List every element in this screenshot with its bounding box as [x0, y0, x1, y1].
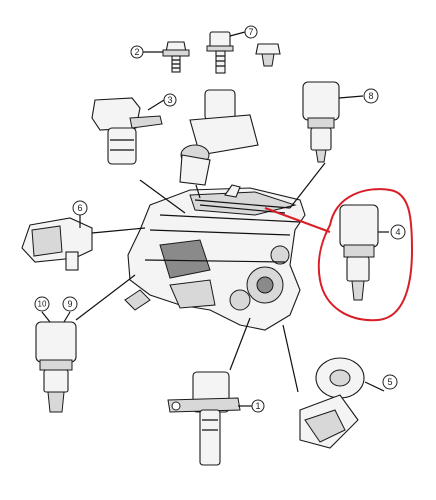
- svg-text:2: 2: [134, 47, 139, 57]
- svg-text:8: 8: [368, 91, 373, 101]
- highlight-callout-4: [264, 188, 414, 322]
- engine-assembly: [124, 184, 306, 331]
- svg-text:5: 5: [387, 377, 392, 387]
- callout-5: 5: [382, 374, 398, 390]
- callout-4: 4: [390, 224, 406, 240]
- svg-text:3: 3: [167, 95, 172, 105]
- svg-text:1: 1: [255, 401, 260, 411]
- callout-8: 8: [363, 88, 379, 104]
- bolt-part-7: [206, 31, 234, 74]
- callout-10: 10: [34, 296, 50, 312]
- sensor-part-4: [339, 204, 379, 301]
- callout-6: 6: [72, 200, 88, 216]
- callout-1: 1: [251, 399, 265, 413]
- callout-2: 2: [130, 45, 144, 59]
- temp-sensor-part-8: [302, 81, 340, 163]
- sensor-part-9-10: [35, 321, 77, 413]
- svg-text:9: 9: [67, 299, 72, 309]
- callout-7: 7: [244, 25, 258, 39]
- cam-sensor-part: [91, 97, 163, 165]
- svg-text:4: 4: [395, 227, 400, 237]
- leader-lines: [41, 31, 389, 407]
- callout-3: 3: [163, 93, 177, 107]
- clip-fastener: [255, 43, 281, 67]
- water-outlet-part: [179, 89, 259, 186]
- callout-9: 9: [62, 296, 78, 312]
- bolt-part-2: [162, 41, 190, 73]
- knock-sensor-part-5: [299, 357, 365, 449]
- svg-text:7: 7: [248, 27, 253, 37]
- svg-text:10: 10: [38, 300, 47, 309]
- crank-sensor-part: [167, 371, 241, 466]
- map-sensor-part-6: [21, 217, 93, 271]
- svg-text:6: 6: [77, 203, 82, 213]
